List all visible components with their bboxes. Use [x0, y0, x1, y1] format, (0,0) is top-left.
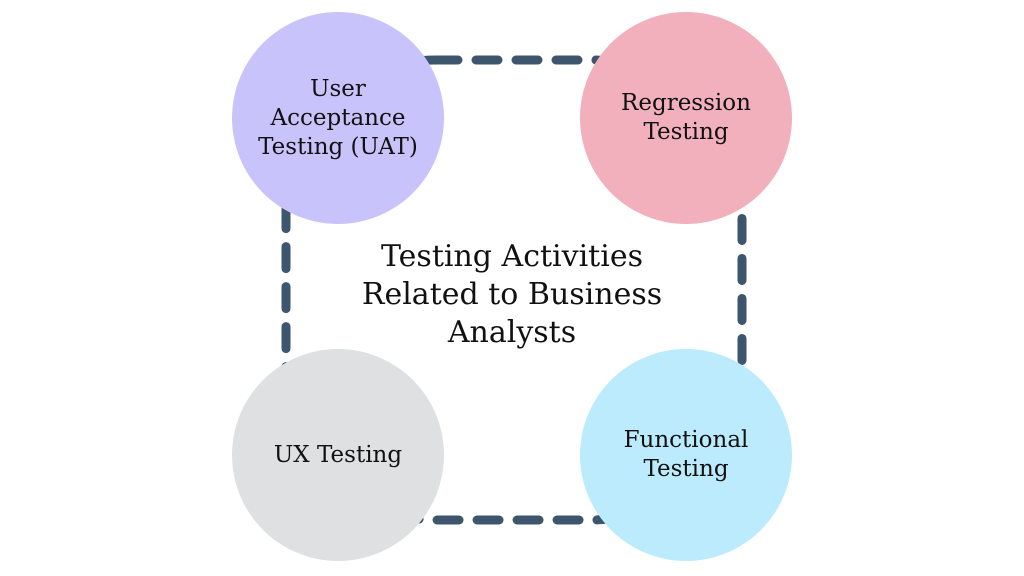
node-label-uat: User Acceptance Testing (UAT) — [258, 75, 418, 160]
node-label-functional: Functional Testing — [623, 427, 749, 482]
node-functional-testing: Functional Testing — [580, 349, 792, 561]
node-regression-testing: Regression Testing — [580, 12, 792, 224]
node-user-acceptance-testing: User Acceptance Testing (UAT) — [232, 12, 444, 224]
diagram-title: Testing Activities Related to Business A… — [361, 239, 663, 350]
node-label-regression: Regression Testing — [621, 90, 751, 145]
dashed-ring-path — [281, 55, 747, 525]
node-ux-testing: UX Testing — [232, 349, 444, 561]
node-label-ux: UX Testing — [273, 441, 403, 468]
